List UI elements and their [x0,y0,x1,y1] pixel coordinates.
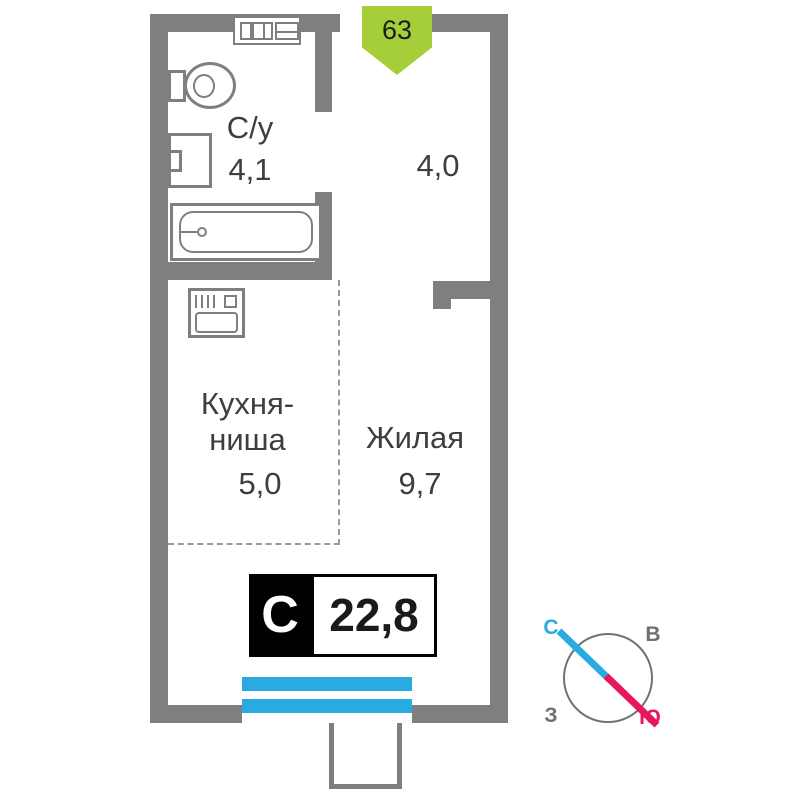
vent-cell-icon [240,22,252,40]
compass-south-needle [603,673,660,728]
wall-right [490,14,508,723]
kitchen-niche-boundary [168,280,340,545]
kitchen-square-detail [224,295,237,308]
vent-cell-icon [275,22,299,40]
plan-type-label: С [261,586,299,644]
window-glazing-outer [242,677,412,691]
bathroom-sink-icon [168,133,212,188]
bathtub-drain-line [181,231,197,233]
kitchen-area: 5,0 [238,466,282,501]
compass-west-label: З [544,704,558,727]
bathtub-drain-icon [197,227,207,237]
compass-north-label: С [543,616,559,639]
bathroom-label: С/у [226,110,274,145]
compass-south-label: Ю [639,706,661,729]
wall-left [150,14,168,723]
sink-faucet-detail [168,150,182,172]
wall-bathroom-right-upper [315,32,332,112]
compass-east-label: В [645,623,661,646]
compass-icon [556,628,660,728]
hall-area: 4,0 [416,148,460,183]
compass-circle [563,633,653,723]
kitchen-sink-icon [188,288,245,338]
wall-top-right [424,14,508,32]
living-label: Жилая [365,420,465,455]
total-area-badge: 22,8 [311,574,437,657]
kitchen-basin-detail [195,312,238,333]
vent-cell-icon [252,22,273,40]
unit-number-badge: 63 [362,6,432,75]
unit-number: 63 [381,15,413,45]
window-glazing-inner [242,699,412,713]
kitchen-rack-detail [195,295,219,308]
compass-north-needle [556,628,613,683]
wall-bottom-right [412,705,508,723]
bathtub-icon [170,203,322,261]
kitchen-label-line1: Кухня- [200,386,295,421]
balcony-stub [329,723,402,789]
kitchen-label-line2: ниша [209,422,286,457]
toilet-bowl-detail [193,74,215,98]
toilet-icon [184,62,236,109]
bathroom-area: 4,1 [228,152,272,187]
plan-type-badge: С [249,574,311,657]
total-area-value: 22,8 [329,589,419,641]
wall-living-stub-vertical [433,281,451,309]
bathtub-basin [179,211,313,253]
wall-bottom-left [150,705,242,723]
vent-shaft-icon [233,16,301,45]
wall-bathroom-bottom [168,262,332,280]
living-area: 9,7 [398,466,442,501]
